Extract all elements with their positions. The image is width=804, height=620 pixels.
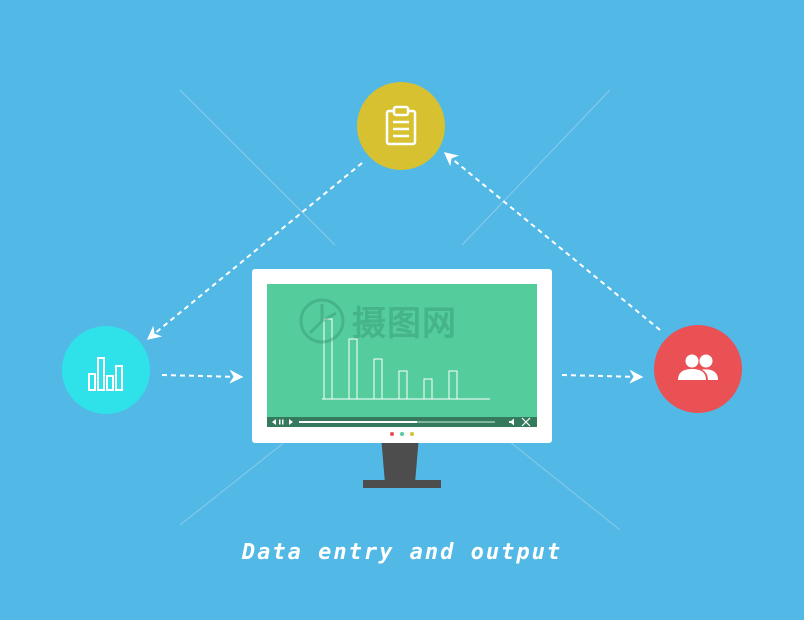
screen-chart-bar: [323, 318, 333, 400]
screen-chart-bar: [348, 338, 358, 400]
watermark-text: 摄图网: [352, 304, 457, 344]
bar-chart-icon: [88, 357, 123, 391]
clipboard-node: [357, 82, 445, 170]
video-control-bar: [267, 417, 537, 427]
fullscreen-icon[interactable]: [521, 417, 531, 427]
screen-chart-bar: [423, 378, 433, 400]
guide-line: [179, 429, 301, 526]
monitor-screen: [267, 284, 537, 427]
arrow-users-to-clipboard: [443, 152, 661, 331]
chart-node: [62, 326, 150, 414]
progress-track[interactable]: [299, 421, 495, 423]
watermark-logo-icon: [299, 298, 345, 343]
playback-controls-icon[interactable]: [269, 417, 299, 427]
monitor: [252, 269, 552, 443]
arrow-clipboard-to-chart: [146, 162, 363, 340]
indicator-light-yellow: [410, 432, 414, 436]
users-icon: [678, 354, 718, 380]
clipboard-icon: [385, 105, 417, 146]
watermark: 摄图网: [298, 296, 457, 345]
guide-line: [461, 89, 611, 246]
screen-bar-chart: [322, 318, 490, 400]
indicator-light-green: [400, 432, 404, 436]
screen-chart-bar: [398, 370, 408, 400]
progress-fill: [299, 421, 417, 423]
arrow-chart-to-monitor: [161, 369, 244, 384]
indicator-light-red: [390, 432, 394, 436]
guide-line: [179, 89, 336, 246]
arrow-monitor-to-users: [561, 369, 644, 384]
screen-chart-bar: [373, 358, 383, 400]
diagram-caption: Data entry and output: [241, 540, 563, 565]
users-node: [654, 325, 742, 413]
screen-chart-bar: [448, 370, 458, 400]
monitor-stand-base: [363, 480, 441, 488]
monitor-stand-neck: [381, 443, 419, 481]
volume-icon[interactable]: [508, 417, 518, 427]
guide-line: [494, 429, 621, 531]
